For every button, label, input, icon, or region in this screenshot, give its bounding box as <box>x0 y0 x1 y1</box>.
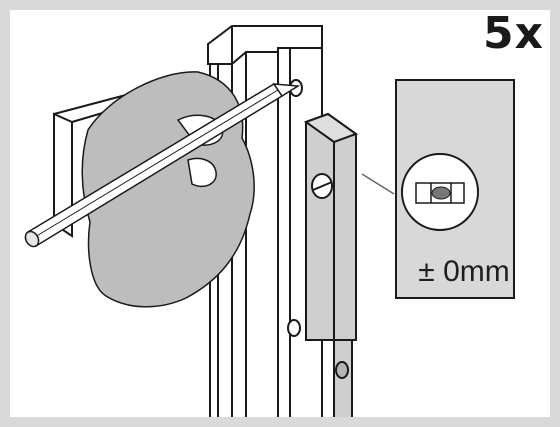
leader-line <box>361 173 395 195</box>
step-count-label: 5x <box>483 10 544 59</box>
detail-inset <box>395 79 515 299</box>
pencil <box>24 82 301 248</box>
spirit-level <box>303 112 359 417</box>
screw-hole-bottom <box>287 319 301 337</box>
instruction-drawing <box>24 25 515 417</box>
instruction-panel: 5x ± 0mm <box>10 10 550 417</box>
level-bubble <box>431 186 451 200</box>
tolerance-label: ± 0mm <box>418 255 510 288</box>
